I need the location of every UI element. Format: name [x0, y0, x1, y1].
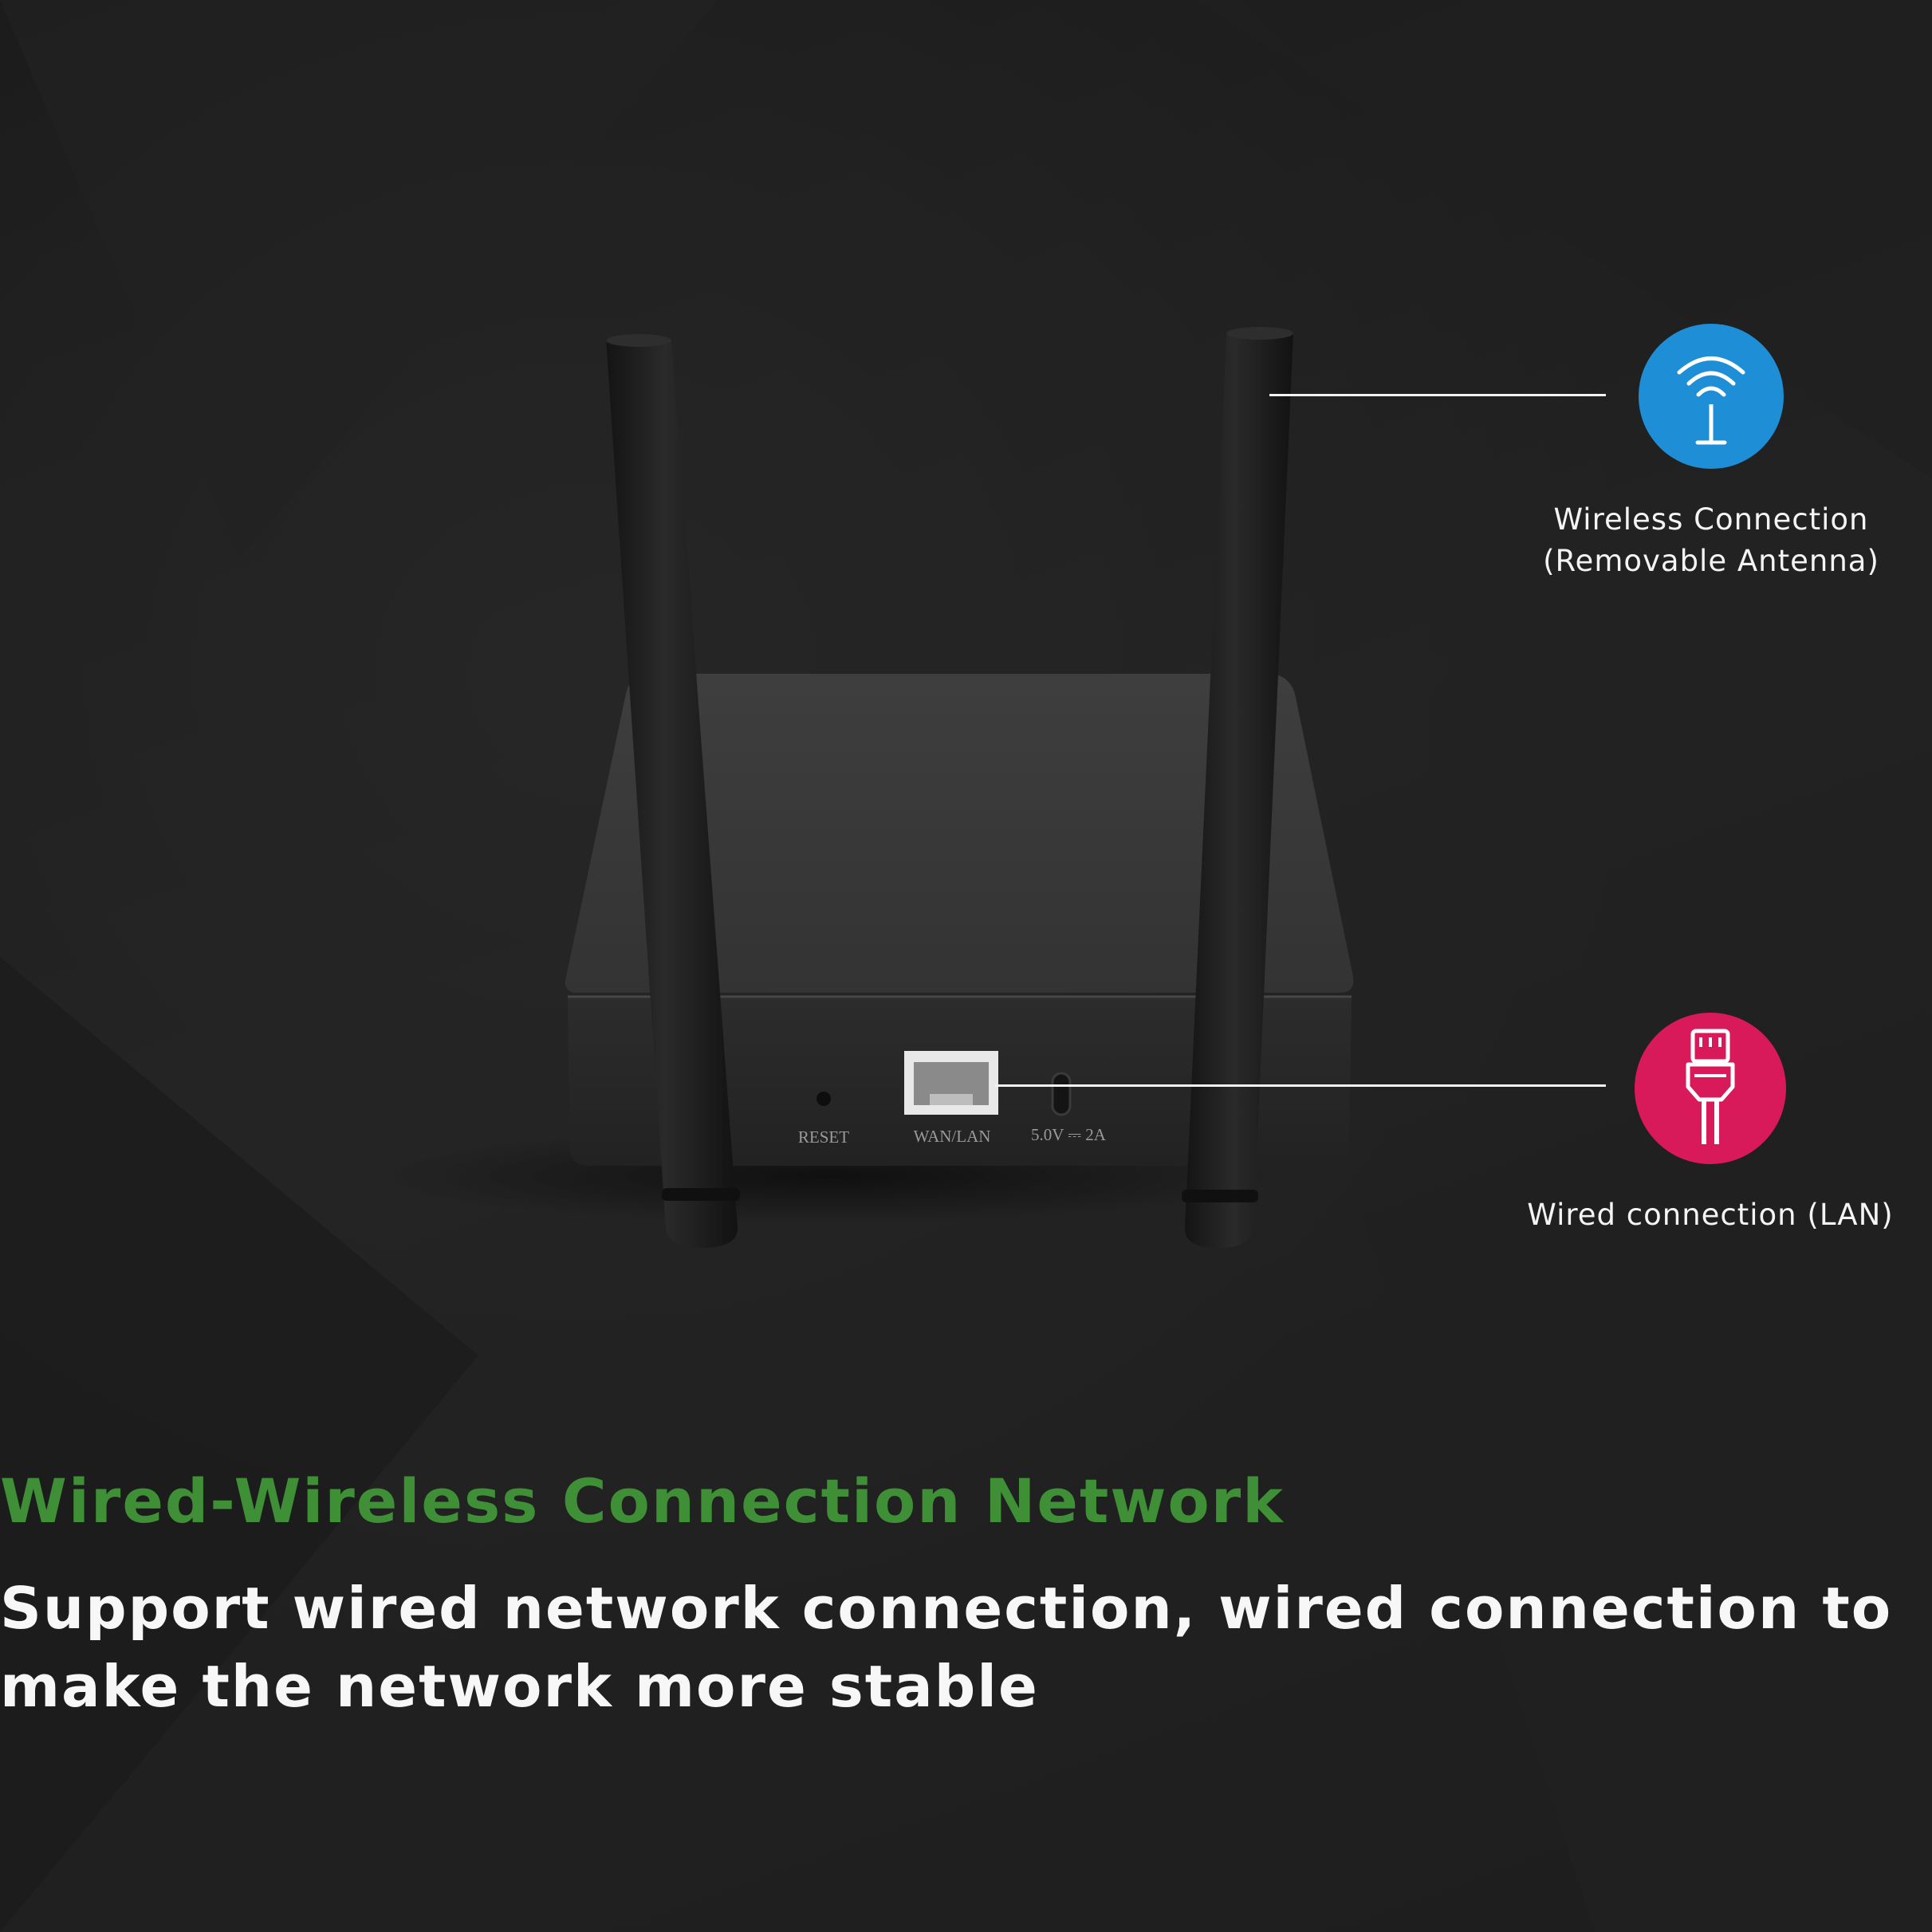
wireless-callout-line: [1269, 394, 1606, 396]
wireless-callout-badge: [1639, 324, 1784, 469]
right-antenna: [1182, 327, 1293, 1248]
wired-callout-line: [995, 1084, 1606, 1087]
left-antenna: [606, 334, 740, 1249]
wan-lan-label: WAN/LAN: [914, 1127, 991, 1146]
wired-callout-label: Wired connection (LAN): [1527, 1198, 1894, 1232]
ethernet-plug-icon: [1686, 1029, 1735, 1144]
body-text: Support wired network connection, wired …: [0, 1575, 1893, 1720]
headline: Wired-Wireless Connection Network: [0, 1466, 1285, 1537]
reset-label: RESET: [798, 1127, 849, 1147]
router-top: [565, 674, 1354, 993]
wired-callout-badge: [1635, 1013, 1786, 1164]
wireless-callout-label-line1: Wireless Connection: [1553, 502, 1869, 537]
wireless-antenna-icon: [1677, 356, 1745, 445]
wireless-callout-label: Wireless Connection (Removable Antenna): [1515, 499, 1907, 582]
wireless-callout-label-line2: (Removable Antenna): [1543, 544, 1879, 578]
reset-hole: [816, 1092, 831, 1106]
usb-c-port: [1051, 1072, 1072, 1116]
power-rating-label: 5.0V ⎓ 2A: [1031, 1125, 1107, 1144]
